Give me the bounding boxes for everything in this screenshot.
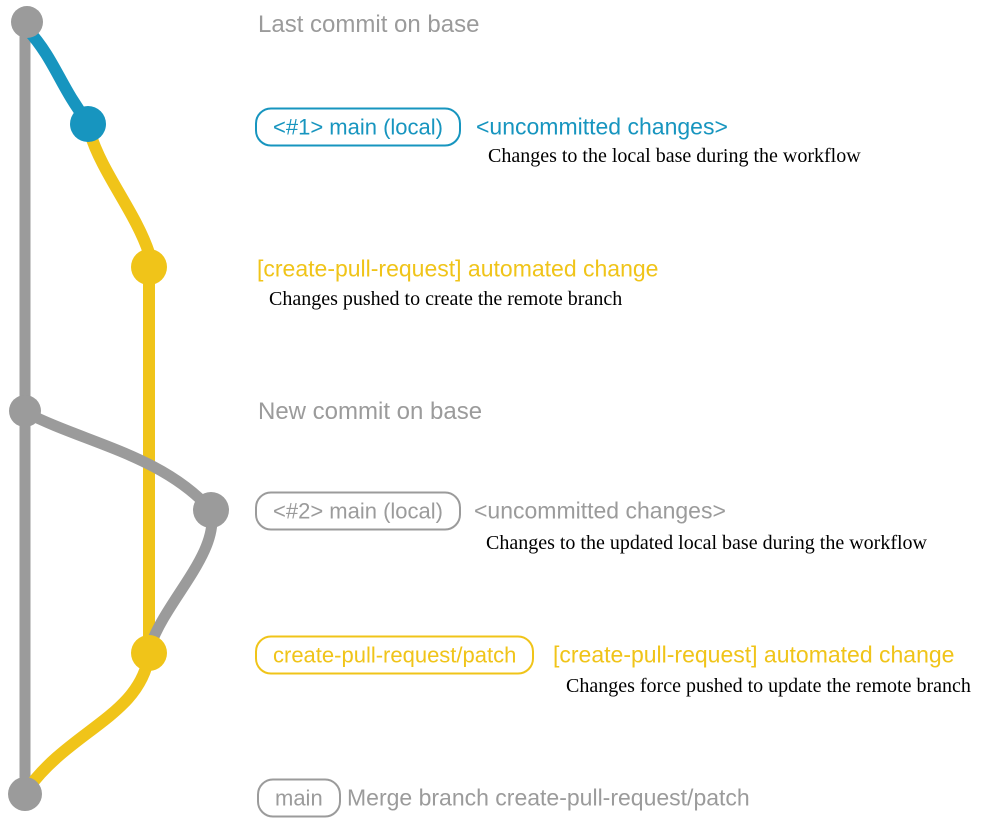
commit-node-merge	[8, 777, 42, 811]
label-automated-change-2: [create-pull-request] automated change	[553, 641, 955, 668]
desc-force-pushed-update-remote: Changes force pushed to update the remot…	[566, 675, 971, 697]
label-merge-branch: Merge branch create-pull-request/patch	[347, 784, 750, 811]
desc-local-base-changes: Changes to the local base during the wor…	[488, 145, 861, 167]
label-last-commit-on-base: Last commit on base	[258, 11, 480, 38]
edge-remote-patch-branch	[84, 127, 155, 658]
commit-node-new-base	[9, 395, 41, 427]
desc-pushed-create-remote: Changes pushed to create the remote bran…	[269, 288, 623, 310]
label-uncommitted-changes-2: <uncommitted changes>	[474, 497, 726, 524]
label-new-commit-on-base: New commit on base	[258, 398, 483, 425]
commit-node-remote-branch	[131, 249, 167, 285]
commit-node-force-push	[131, 635, 167, 671]
badge-main-local-1: <#1> main (local)	[255, 107, 461, 147]
edge-local-main-1	[22, 24, 93, 127]
label-uncommitted-changes-1: <uncommitted changes>	[476, 113, 728, 140]
badge-main-local-2: <#2> main (local)	[255, 491, 461, 531]
edge-merge-into-base	[21, 649, 155, 796]
badge-main: main	[257, 778, 341, 818]
commit-node-local-main-1	[70, 106, 106, 142]
commit-node-local-main-2	[193, 492, 229, 528]
edge-local-main-2	[19, 406, 217, 516]
commit-node-last-base	[11, 6, 43, 38]
label-automated-change-1: [create-pull-request] automated change	[257, 255, 659, 282]
desc-updated-local-base-changes: Changes to the updated local base during…	[486, 532, 927, 554]
badge-create-pull-request-patch: create-pull-request/patch	[255, 635, 535, 675]
edge-rebase-into-patch	[145, 504, 218, 650]
